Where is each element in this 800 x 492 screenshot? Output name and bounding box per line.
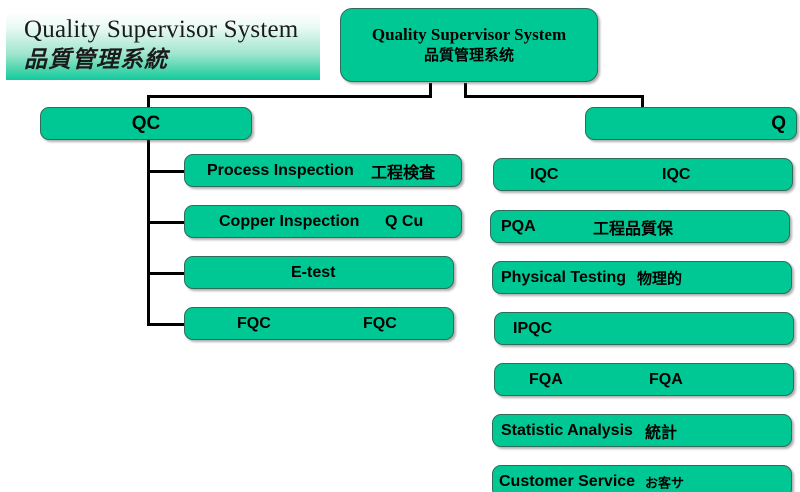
node-dept-qc-label: QC: [131, 112, 161, 134]
node-right-customer-service[interactable]: Customer Service お客サ: [492, 465, 792, 492]
node-right-statistic-analysis[interactable]: Statistic Analysis 統計: [492, 414, 792, 447]
node-right-iqc-inner: IQC IQC: [494, 159, 792, 190]
node-right-physical-testing-label-jp: 物理的: [637, 269, 683, 287]
node-left-fqc-label-jp: FQC: [363, 314, 397, 332]
connector-left-trunk: [147, 140, 150, 325]
node-right-fqa-label-jp: FQA: [649, 370, 683, 388]
connector-left-branch-3: [147, 272, 184, 275]
node-right-pqa-inner: PQA 工程品質保: [491, 211, 789, 242]
node-left-fqc-label-en: FQC: [237, 314, 271, 332]
node-root-label-en: Quality Supervisor System: [371, 25, 567, 44]
node-left-e-test-inner: E-test: [185, 257, 453, 288]
connector-left-branch-2: [147, 221, 184, 224]
connector-left-branch-4: [147, 323, 184, 326]
node-left-copper-inspection-label-en: Copper Inspection: [219, 212, 360, 230]
node-right-statistic-analysis-label-en: Statistic Analysis: [501, 421, 633, 439]
connector-left-dept-drop: [147, 95, 150, 110]
node-right-customer-service-inner: Customer Service お客サ: [493, 466, 791, 492]
node-dept-qa-label: Q: [771, 112, 786, 134]
node-right-physical-testing-inner: Physical Testing 物理的: [493, 262, 791, 293]
node-left-copper-inspection[interactable]: Copper Inspection Q Cu: [184, 205, 462, 238]
connector-right-dept-drop: [641, 95, 644, 110]
node-left-copper-inspection-inner: Copper Inspection Q Cu: [185, 206, 461, 237]
node-dept-qa[interactable]: Q: [585, 107, 797, 140]
node-root[interactable]: Quality Supervisor System 品質管理系统: [340, 8, 598, 82]
banner-title-en: Quality Supervisor System: [24, 16, 299, 43]
node-right-statistic-analysis-label-jp: 統計: [645, 422, 678, 442]
node-left-copper-inspection-label-jp: Q Cu: [385, 212, 424, 230]
node-left-e-test-label-en: E-test: [291, 263, 336, 281]
node-right-fqa-inner: FQA FQA: [495, 364, 793, 395]
banner-title-zh: 品質管理系統: [24, 47, 168, 73]
node-right-iqc-label-en: IQC: [530, 165, 559, 183]
node-right-ipqc-inner: IPQC: [495, 313, 793, 344]
node-right-pqa-label-en: PQA: [501, 217, 536, 235]
node-right-pqa-label-jp: 工程品質保: [593, 218, 674, 238]
node-right-customer-service-label-jp: お客サ: [645, 476, 685, 491]
header-banner: Quality Supervisor System 品質管理系統: [6, 12, 320, 80]
node-right-ipqc-label-en: IPQC: [513, 319, 553, 337]
node-left-fqc[interactable]: FQC FQC: [184, 307, 454, 340]
node-right-statistic-analysis-inner: Statistic Analysis 統計: [493, 415, 791, 446]
connector-right-horizontal: [464, 95, 644, 98]
node-right-fqa[interactable]: FQA FQA: [494, 363, 794, 396]
node-right-fqa-label-en: FQA: [529, 370, 563, 388]
node-left-e-test[interactable]: E-test: [184, 256, 454, 289]
node-right-physical-testing[interactable]: Physical Testing 物理的: [492, 261, 792, 294]
connector-main-horizontal: [147, 95, 432, 98]
node-left-process-inspection-label-jp: 工程検査: [371, 162, 436, 182]
node-left-process-inspection-label-en: Process Inspection: [207, 161, 354, 179]
node-left-process-inspection-inner: Process Inspection 工程検査: [185, 155, 461, 186]
connector-left-branch-1: [147, 170, 184, 173]
node-right-ipqc[interactable]: IPQC: [494, 312, 794, 345]
node-left-process-inspection[interactable]: Process Inspection 工程検査: [184, 154, 462, 187]
node-right-customer-service-label-en: Customer Service: [499, 472, 636, 490]
node-root-label-zh: 品質管理系统: [423, 46, 514, 64]
node-right-physical-testing-label-en: Physical Testing: [501, 268, 627, 286]
node-left-fqc-inner: FQC FQC: [185, 308, 453, 339]
node-dept-qc[interactable]: QC: [40, 107, 252, 140]
node-right-iqc[interactable]: IQC IQC: [493, 158, 793, 191]
node-right-iqc-label-jp: IQC: [662, 165, 691, 183]
node-right-pqa[interactable]: PQA 工程品質保: [490, 210, 790, 243]
connector-root-left-stub: [429, 83, 432, 98]
connector-root-right-stub: [464, 83, 467, 98]
